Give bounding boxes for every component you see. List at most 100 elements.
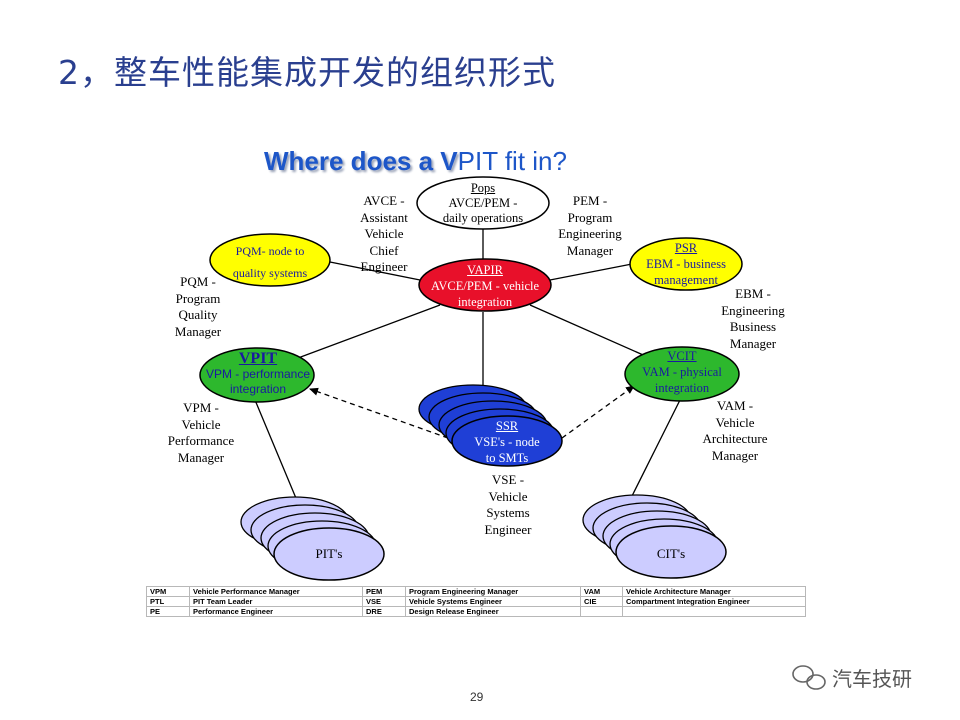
legend-row: PTL PIT Team Leader VSE Vehicle Systems … bbox=[146, 596, 806, 607]
cits-label: CIT's bbox=[656, 546, 686, 561]
pops-line2: daily operations bbox=[442, 211, 524, 225]
vpit-title: VPIT bbox=[238, 350, 278, 367]
pqm-line1: PQM- node to bbox=[235, 244, 305, 258]
psr-line1: EBM - business bbox=[646, 257, 726, 271]
vam-label-line: Manager bbox=[711, 447, 759, 463]
legend-cell: Program Engineering Manager bbox=[405, 586, 581, 597]
ebm-label-line: EBM - bbox=[735, 286, 771, 301]
vse-label: VSE - Vehicle Systems Engineer bbox=[468, 472, 548, 538]
vse-label-line: VSE - bbox=[491, 472, 525, 487]
connector-vcit-cits bbox=[629, 399, 681, 501]
legend-cell: Vehicle Architecture Manager bbox=[622, 586, 806, 597]
connector-vpit-pits bbox=[254, 399, 299, 504]
legend-cell: PE bbox=[146, 606, 190, 617]
pqm-role-label-line: PQM - bbox=[180, 274, 216, 289]
legend-cell: VPM bbox=[146, 586, 190, 597]
legend-cell: Vehicle Performance Manager bbox=[189, 586, 363, 597]
wechat-icon bbox=[792, 665, 826, 690]
cits-node: CIT's bbox=[616, 546, 726, 562]
legend-cell: VSE bbox=[362, 596, 406, 607]
pqm-role-label-line: Manager bbox=[174, 323, 222, 339]
legend-cell: Compartment Integration Engineer bbox=[622, 596, 806, 607]
vapir-line1: AVCE/PEM - vehicle bbox=[430, 279, 540, 293]
vpit-line2: integration bbox=[229, 382, 287, 396]
psr-node: PSR EBM - business management bbox=[630, 240, 742, 288]
pits-label: PIT's bbox=[315, 546, 343, 561]
ssr-ellipse bbox=[451, 415, 563, 467]
vapir-node: VAPIR AVCE/PEM - vehicle integration bbox=[419, 262, 551, 310]
pem-label: PEM - Program Engineering Manager bbox=[548, 193, 632, 259]
vam-label-line: VAM - bbox=[716, 398, 754, 413]
page-number: 29 bbox=[470, 690, 484, 704]
dashed-arrow-to-vpit bbox=[309, 387, 449, 439]
pqm-ellipse bbox=[209, 233, 331, 287]
avce-label-line: Engineer bbox=[360, 259, 408, 274]
pem-label-line: Manager bbox=[566, 242, 614, 258]
avce-label-line: Assistant bbox=[360, 209, 408, 225]
legend-cell: PIT Team Leader bbox=[189, 596, 363, 607]
subtitle-bold: Where does a V bbox=[264, 146, 458, 176]
vpit-node: VPIT VPM - performance integration bbox=[200, 350, 316, 397]
vam-label-line: Architecture bbox=[702, 431, 768, 446]
vapir-line2: integration bbox=[457, 295, 513, 309]
pem-label-line: Program bbox=[567, 209, 613, 225]
vse-label-line: Engineer bbox=[484, 521, 532, 537]
legend-cell bbox=[580, 606, 623, 617]
pops-title: Pops bbox=[470, 181, 496, 195]
vapir-ellipse bbox=[418, 258, 552, 312]
slide-title: 2，整车性能集成开发的组织形式 bbox=[58, 53, 556, 92]
pqm-node: PQM- node to quality systems bbox=[212, 240, 328, 284]
legend-cell: Performance Engineer bbox=[189, 606, 363, 617]
pops-line1: AVCE/PEM - bbox=[448, 196, 518, 210]
diagram-subtitle: Where does a VPIT fit in? bbox=[264, 146, 567, 177]
ebm-label: EBM - Engineering Business Manager bbox=[710, 286, 796, 352]
legend-cell: PEM bbox=[362, 586, 406, 597]
legend-row: PE Performance Engineer DRE Design Relea… bbox=[146, 606, 806, 617]
pqm-role-label: PQM - Program Quality Manager bbox=[158, 274, 238, 340]
pops-node: Pops AVCE/PEM - daily operations bbox=[425, 181, 541, 226]
vcit-ellipse bbox=[624, 346, 740, 402]
vam-label: VAM - Vehicle Architecture Manager bbox=[692, 398, 778, 464]
legend-cell: VAM bbox=[580, 586, 623, 597]
vpit-line1: VPM - performance bbox=[205, 367, 311, 381]
avce-label-line: Vehicle bbox=[364, 226, 404, 241]
legend-cell: DRE bbox=[362, 606, 406, 617]
vcit-line2: integration bbox=[654, 381, 710, 395]
vpm-label-line: Performance bbox=[167, 433, 235, 448]
vse-label-line: Vehicle bbox=[488, 488, 528, 504]
watermark-text: 汽车技研 bbox=[832, 663, 912, 692]
legend-cell bbox=[622, 606, 806, 617]
vpit-ellipse bbox=[199, 347, 315, 403]
legend-cell: Design Release Engineer bbox=[405, 606, 581, 617]
pqm-role-label-line: Program bbox=[175, 290, 221, 306]
avce-label: AVCE - Assistant Vehicle Chief Engineer bbox=[344, 193, 424, 276]
abbreviation-legend-table: VPM Vehicle Performance Manager PEM Prog… bbox=[146, 586, 806, 617]
avce-label-line: Chief bbox=[369, 242, 399, 258]
ssr-line1: VSE's - node bbox=[474, 435, 540, 449]
vpm-label-line: Manager bbox=[177, 449, 225, 465]
avce-label-line: AVCE - bbox=[363, 193, 405, 208]
legend-cell: PTL bbox=[146, 596, 190, 607]
ssr-title: SSR bbox=[495, 419, 519, 433]
vse-label-line: Systems bbox=[486, 505, 530, 520]
vpm-label-line: VPM - bbox=[183, 400, 219, 415]
pits-ellipse bbox=[273, 527, 385, 581]
vcit-line1: VAM - physical bbox=[642, 365, 722, 379]
pops-ellipse bbox=[416, 176, 550, 230]
ssr-node: SSR VSE's - node to SMTs bbox=[452, 418, 562, 466]
cits-ellipse bbox=[615, 525, 727, 579]
pem-label-line: PEM - bbox=[572, 193, 608, 208]
vcit-node: VCIT VAM - physical integration bbox=[625, 348, 739, 396]
vpm-label-line: Vehicle bbox=[181, 416, 221, 432]
connector-vapir-vpit bbox=[297, 304, 441, 359]
psr-title: PSR bbox=[674, 241, 698, 255]
pits-node: PIT's bbox=[274, 546, 384, 562]
vpm-label: VPM - Vehicle Performance Manager bbox=[158, 400, 244, 466]
vcit-title: VCIT bbox=[667, 349, 697, 363]
connector-vapir-pqm bbox=[329, 261, 421, 281]
pqm-line2: quality systems bbox=[232, 266, 308, 280]
dashed-arrow-to-vcit bbox=[561, 385, 635, 439]
psr-ellipse bbox=[629, 237, 743, 291]
legend-cell: CIE bbox=[580, 596, 623, 607]
